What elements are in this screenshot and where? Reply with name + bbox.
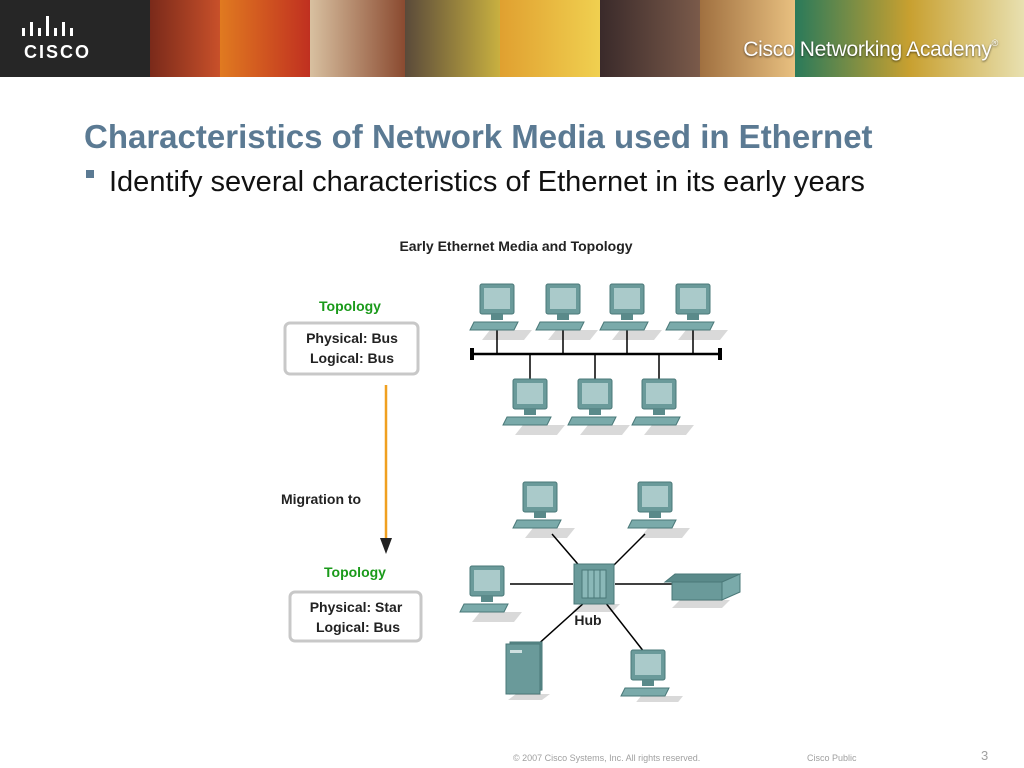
academy-title: Cisco Networking Academy® — [743, 38, 998, 62]
star-computer-icon — [627, 481, 691, 539]
banner-photo-strip — [310, 0, 405, 77]
cisco-wordmark: CISCO — [24, 42, 91, 62]
diagram-title: Early Ethernet Media and Topology — [399, 238, 632, 254]
banner-photo-strip — [500, 0, 600, 77]
bus-computer-icon — [631, 378, 695, 436]
cisco-logo: CISCO — [0, 0, 150, 77]
bus-computer-icon — [469, 283, 533, 341]
bus-topology-box — [283, 321, 420, 376]
banner-photo-strip — [220, 0, 310, 77]
star-logical-label: Logical: Bus — [316, 619, 400, 635]
page-number: 3 — [981, 748, 989, 763]
academy-registered-mark: ® — [991, 38, 999, 48]
star-computer-icon — [512, 481, 576, 539]
star-physical-label: Physical: Star — [310, 599, 403, 615]
slide-title: Characteristics of Network Media used in… — [84, 118, 873, 155]
bus-physical-label: Physical: Bus — [306, 330, 398, 346]
bus-computer-icon — [535, 283, 599, 341]
bullet-square-icon — [86, 170, 94, 178]
star-computer-icon — [459, 565, 523, 623]
bus-computer-icon — [599, 283, 663, 341]
bus-computer-icon — [665, 283, 729, 341]
star-computer-icon — [620, 649, 684, 702]
banner-photo-strip — [150, 0, 220, 77]
server-icon — [505, 641, 550, 700]
ethernet-topology-diagram: Early Ethernet Media and Topology Topolo… — [281, 238, 742, 702]
footer-classification: Cisco Public — [807, 753, 857, 763]
bullet-text: Identify several characteristics of Ethe… — [109, 166, 865, 198]
banner-photo-strip — [405, 0, 500, 77]
bus-computer-icon — [567, 378, 631, 436]
printer-icon — [663, 573, 742, 608]
topology-heading-star: Topology — [324, 564, 386, 580]
bus-terminator-left — [470, 348, 474, 360]
migration-label: Migration to — [281, 491, 361, 507]
hub-label: Hub — [574, 612, 601, 628]
bus-terminator-right — [718, 348, 722, 360]
header-banner: CISCO Cisco Networking Academy® — [0, 0, 1024, 77]
bus-computer-icon — [502, 378, 566, 436]
migration-arrowhead-icon — [380, 538, 392, 554]
topology-heading-bus: Topology — [319, 298, 381, 314]
banner-photo-strip — [700, 0, 795, 77]
bus-logical-label: Logical: Bus — [310, 350, 394, 366]
banner-photo-strip — [795, 0, 1024, 77]
hub-icon — [572, 563, 620, 612]
star-topology-box — [288, 590, 423, 643]
footer-copyright: © 2007 Cisco Systems, Inc. All rights re… — [513, 753, 701, 763]
cisco-bridge-icon: CISCO — [22, 16, 91, 62]
banner-photo-strip — [600, 0, 700, 77]
academy-title-text: Cisco Networking Academy — [743, 38, 992, 61]
